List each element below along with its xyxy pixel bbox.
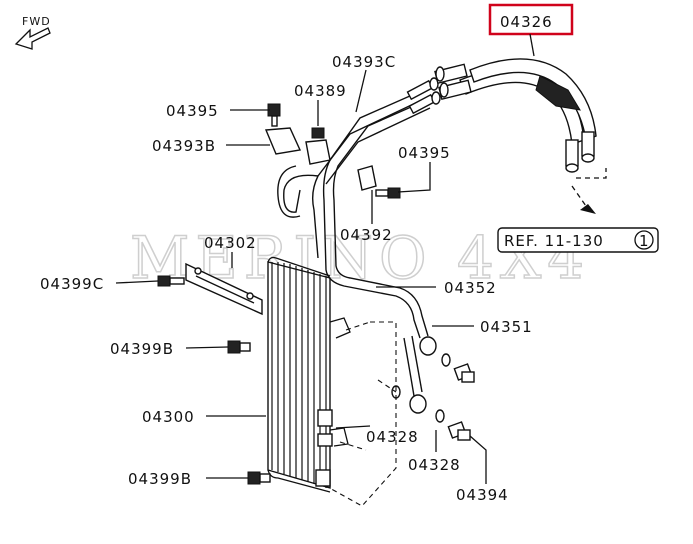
part-label-04399c: 04399C (40, 275, 104, 293)
bolt-04395-right-icon (375, 187, 401, 199)
oil-cooler-pipes (277, 87, 437, 411)
part-label-04399b-upper: 04399B (110, 340, 174, 358)
bolt-04399b-upper-icon (227, 340, 251, 354)
oil-cooler-core (267, 256, 351, 493)
bolt-04395-upper-icon (267, 103, 281, 127)
ref-text: REF. 11-130 (504, 232, 604, 250)
oil-cooler-hose (434, 58, 597, 173)
ref-circle-number: 1 (639, 232, 650, 250)
part-label-04352: 04352 (444, 279, 497, 297)
banjo-fitting-upper (419, 336, 475, 383)
part-label-04351: 04351 (480, 318, 533, 336)
part-label-04389: 04389 (294, 82, 347, 100)
part-label-04328-right: 04328 (408, 456, 461, 474)
bolt-04399c-icon (157, 275, 185, 287)
leader-lines (115, 33, 535, 484)
ref-arrow-icon (571, 168, 607, 214)
cooler-bracket (185, 262, 263, 316)
fwd-label: FWD (22, 15, 51, 28)
part-label-04328-left: 04328 (366, 428, 419, 446)
pipe-end-fittings (406, 77, 441, 115)
part-label-04395-upper: 04395 (166, 102, 219, 120)
assembly-dashed-lines (325, 321, 397, 507)
pipe-clip (264, 127, 377, 191)
part-label-04302: 04302 (204, 234, 257, 252)
highlight-box (488, 3, 574, 36)
fwd-arrow-icon (14, 27, 51, 50)
part-label-04326: 04326 (500, 13, 553, 31)
part-label-04394: 04394 (456, 486, 509, 504)
part-label-04300: 04300 (142, 408, 195, 426)
part-label-04392: 04392 (340, 226, 393, 244)
part-label-04399b-lower: 04399B (128, 470, 192, 488)
bolt-04399b-lower-icon (247, 471, 271, 485)
part-label-04393b: 04393B (152, 137, 216, 155)
nut-04389-icon (311, 127, 325, 139)
part-label-04395-right: 04395 (398, 144, 451, 162)
part-label-04393c: 04393C (332, 53, 396, 71)
ref-box (497, 227, 659, 253)
